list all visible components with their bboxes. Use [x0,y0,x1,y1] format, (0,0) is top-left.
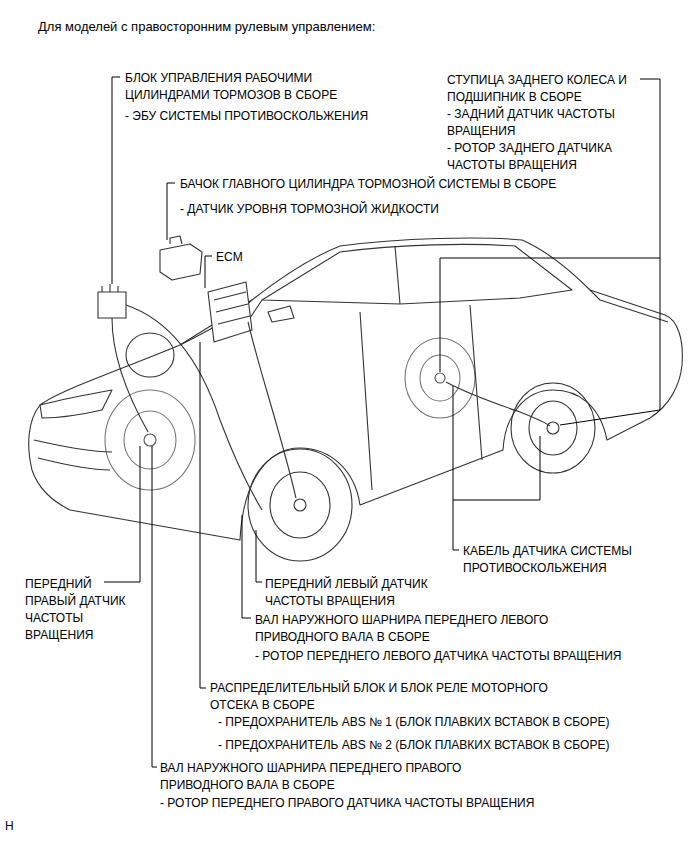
part-label: ПЕРЕДНИЙ ПРАВЫЙ ДАТЧИК ЧАСТОТЫ ВРАЩЕНИЯ [25,576,137,644]
front-left-wheel [248,449,352,561]
headlight [40,390,112,418]
part-label: ПЕРЕДНИЙ ЛЕВЫЙ ДАТЧИК ЧАСТОТЫ ВРАЩЕНИЯ [265,576,455,610]
front-right-wheel [105,390,195,490]
part-label: ВАЛ НАРУЖНОГО ШАРНИРА ПЕРЕДНЕГО ЛЕВОГО П… [255,612,585,646]
part-label: - ПРЕДОХРАНИТЕЛЬ ABS № 1 (БЛОК ПЛАВКИХ В… [218,714,609,731]
part-label: H [5,818,14,835]
ecm-unit [208,282,252,342]
mirror [268,306,294,322]
part-label: ECM [216,249,243,266]
part-label: СТУПИЦА ЗАДНЕГО КОЛЕСА И ПОДШИПНИК В СБО… [447,72,632,106]
abs-actuator [98,292,126,318]
part-label: БЛОК УПРАВЛЕНИЯ РАБОЧИМИ ЦИЛИНДРАМИ ТОРМ… [125,70,385,104]
part-label: - ДАТЧИК УРОВНЯ ТОРМОЗНОЙ ЖИДКОСТИ [180,201,439,218]
brake-reservoir [160,244,202,280]
part-label: ВАЛ НАРУЖНОГО ШАРНИРА ПЕРЕДНЕГО ПРАВОГО … [160,760,520,794]
rear-sensor-cable [446,382,550,426]
part-label: БАЧОК ГЛАВНОГО ЦИЛИНДРА ТОРМОЗНОЙ СИСТЕМ… [180,176,556,193]
part-label: - РОТОР ПЕРЕДНЕГО ЛЕВОГО ДАТЧИКА ЧАСТОТЫ… [255,648,621,665]
rear-left-wheel [511,383,595,473]
part-label: КАБЕЛЬ ДАТЧИКА СИСТЕМЫ ПРОТИВОСКОЛЬЖЕНИЯ [463,543,653,577]
part-label: - ЭБУ СИСТЕМЫ ПРОТИВОСКОЛЬЖЕНИЯ [125,108,368,125]
page-title: Для моделей с правосторонним рулевым упр… [38,18,375,35]
part-label: - РОТОР ПЕРЕДНЕГО ПРАВОГО ДАТЧИКА ЧАСТОТ… [160,795,534,812]
grille [34,440,112,470]
leader-lines [104,77,660,767]
part-label: - ПРЕДОХРАНИТЕЛЬ ABS № 2 (БЛОК ПЛАВКИХ В… [218,737,609,754]
part-label: - РОТОР ЗАДНЕГО ДАТЧИКА ЧАСТОТЫ ВРАЩЕНИЯ [447,140,637,174]
side-windows [262,244,572,304]
part-label: - ЗАДНИЙ ДАТЧИК ЧАСТОТЫ ВРАЩЕНИЯ [447,106,637,140]
part-label: РАСПРЕДЕЛИТЕЛЬНЫЙ БЛОК И БЛОК РЕЛЕ МОТОР… [210,680,580,714]
car-body [29,238,683,540]
brake-booster [126,333,174,377]
